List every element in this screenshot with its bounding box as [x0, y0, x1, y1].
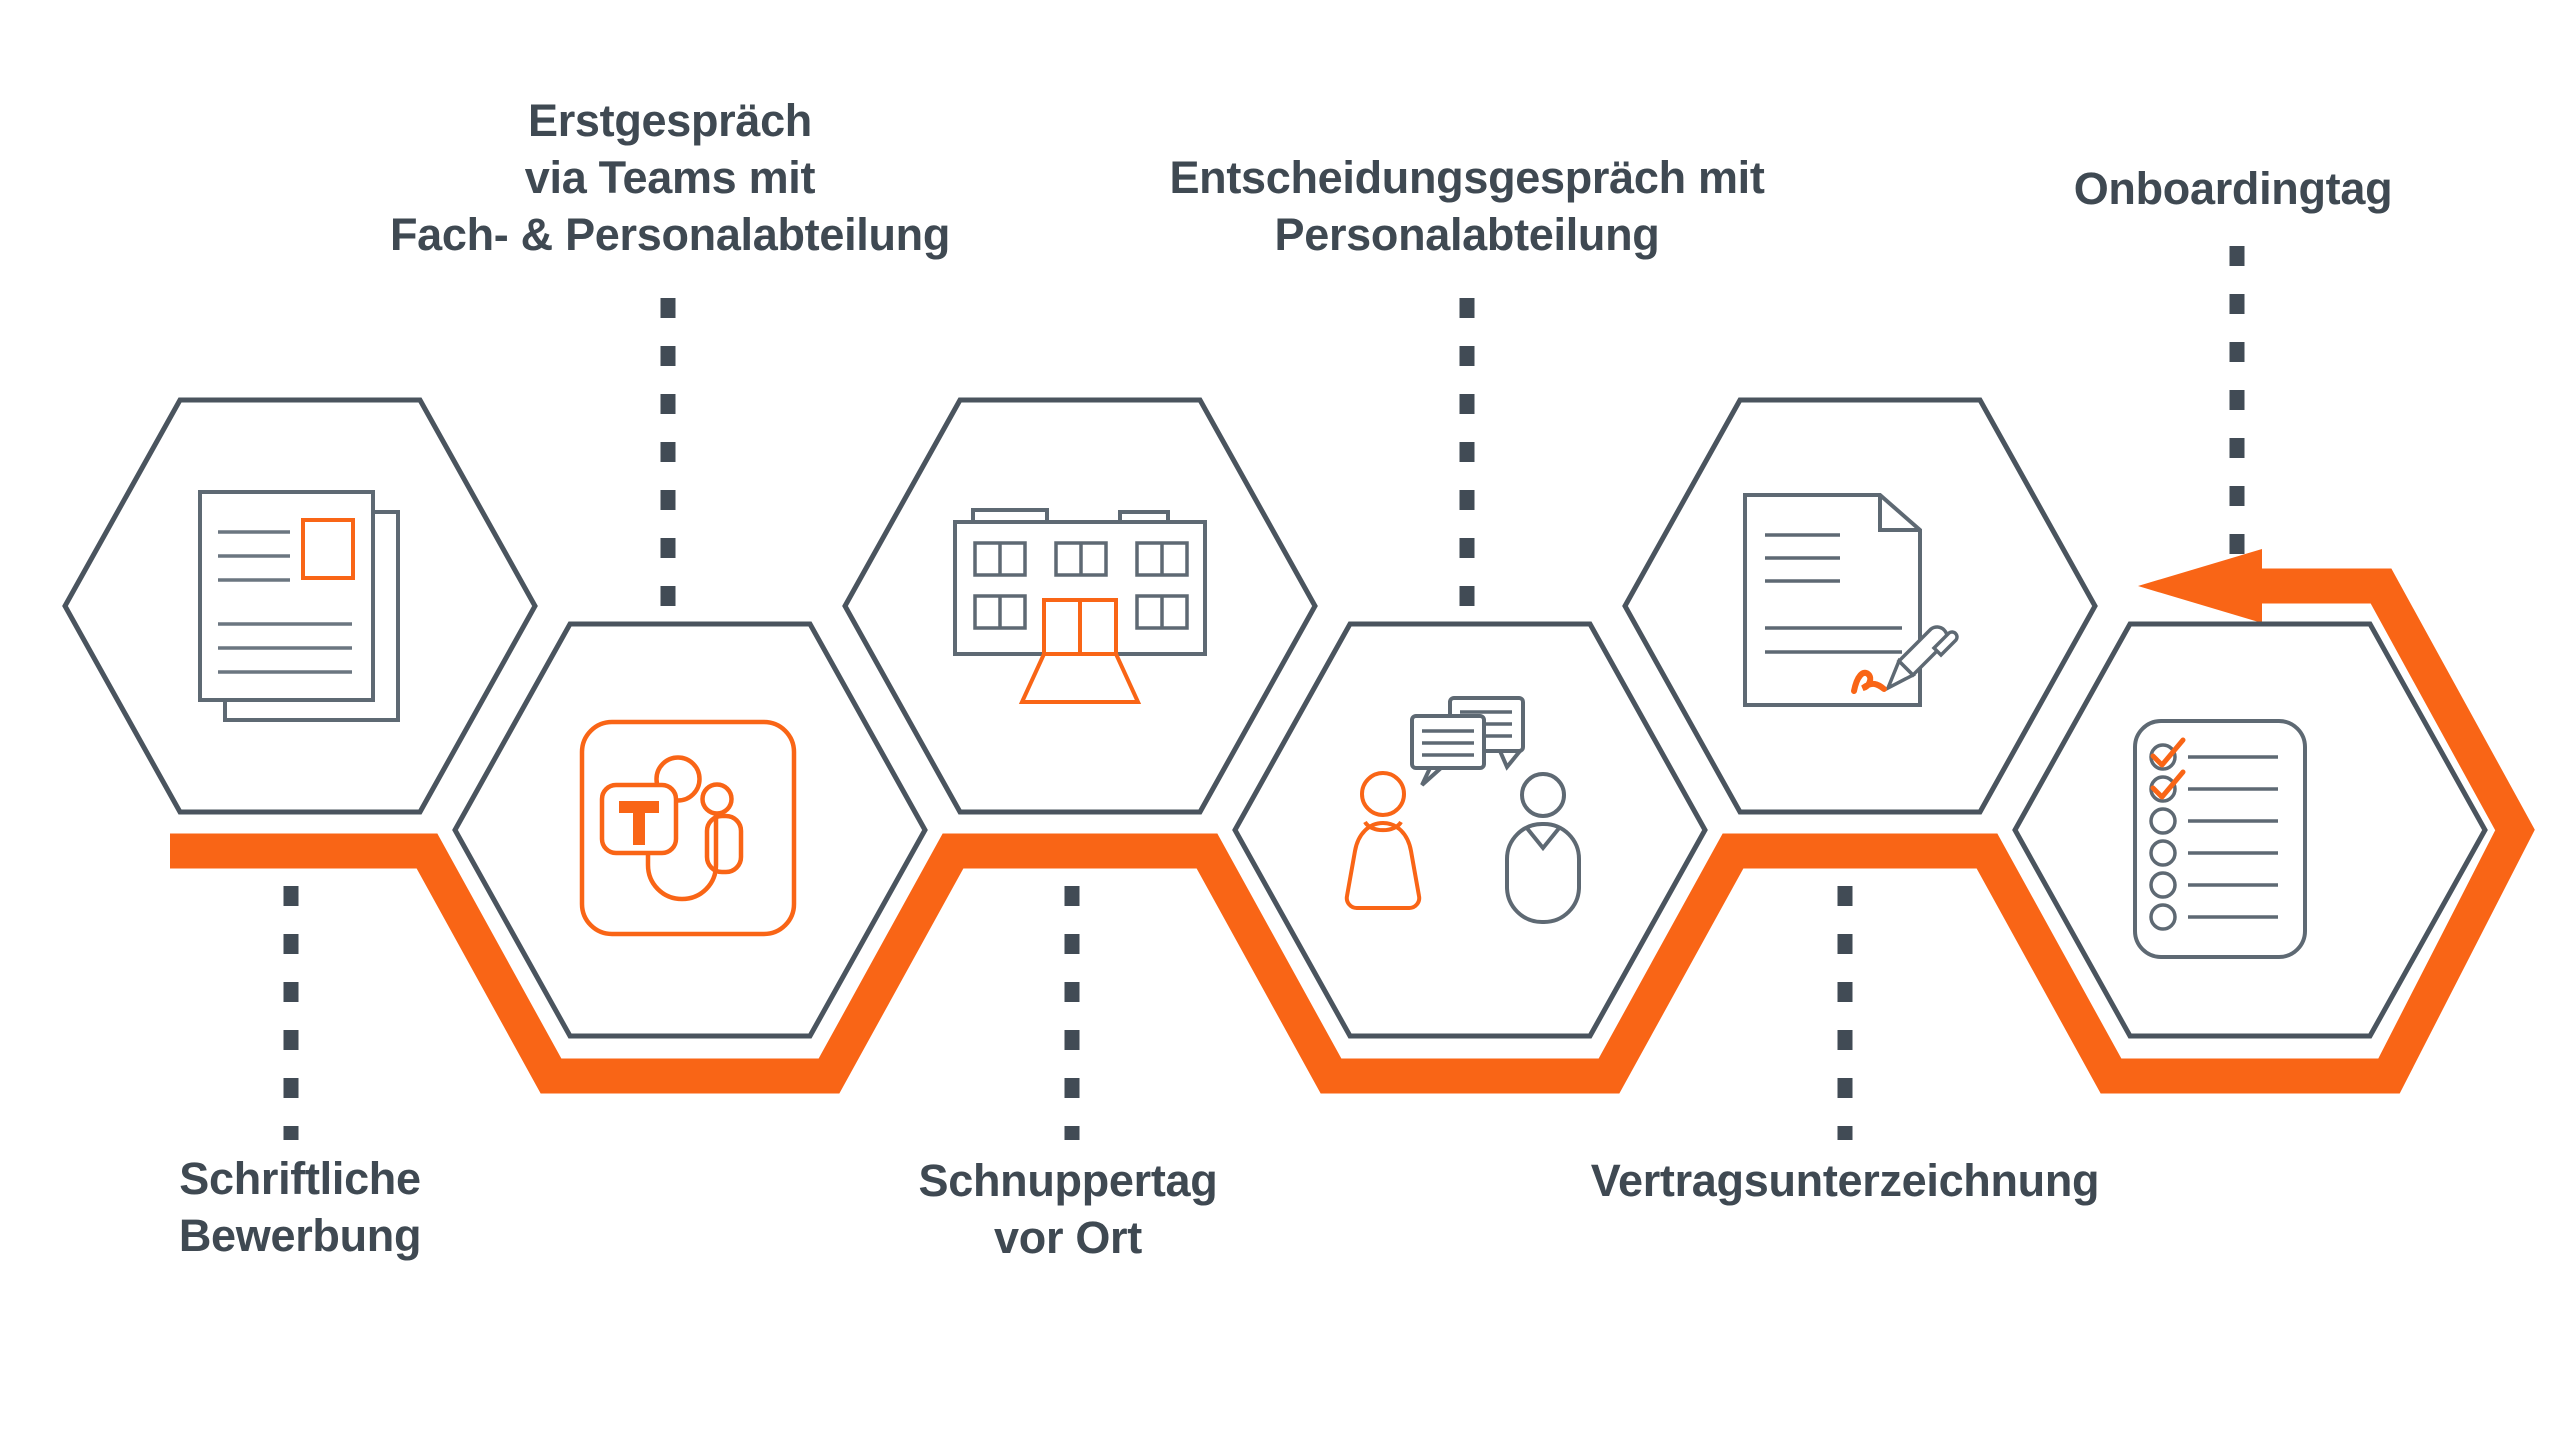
step-5-label: Vertragsunterzeichnung [1590, 1155, 2100, 1206]
pen-icon [1884, 625, 1959, 692]
speech-bubble-front [1410, 714, 1486, 787]
cv-photo-placeholder [301, 518, 355, 580]
checklist-icon [2133, 719, 2307, 959]
signature-squiggle [1851, 669, 1887, 694]
building-walkway [1018, 653, 1142, 704]
ribbon-path [170, 568, 2535, 1094]
step-2-label: Erstgespräch via Teams mit Fach- & Perso… [389, 95, 951, 260]
building-icon [953, 508, 1207, 704]
hexagon-step-2 [452, 621, 928, 1039]
checkmark-icon [2150, 737, 2186, 800]
step-4-label: Entscheidungsgespräch mit Personalabteil… [1169, 152, 1765, 260]
dashed-connectors [283, 246, 2245, 1140]
conversation-icon [1344, 696, 1581, 924]
teams-t-letter [619, 801, 659, 845]
person-left [1344, 771, 1422, 910]
person-right [1505, 772, 1581, 924]
cv-document-icon [198, 490, 400, 722]
process-ribbon [170, 549, 2535, 1094]
ribbon-arrowhead-icon [2138, 549, 2262, 623]
step-1-label: Schriftliche Bewerbung [178, 1153, 422, 1261]
contract-signing-icon [1743, 493, 1959, 707]
step-3-label: Schnuppertag vor Ort [918, 1155, 1218, 1263]
step-6-label: Onboardingtag [2073, 163, 2393, 214]
teams-icon [579, 719, 797, 937]
hexagon-step-4 [1232, 621, 1708, 1039]
